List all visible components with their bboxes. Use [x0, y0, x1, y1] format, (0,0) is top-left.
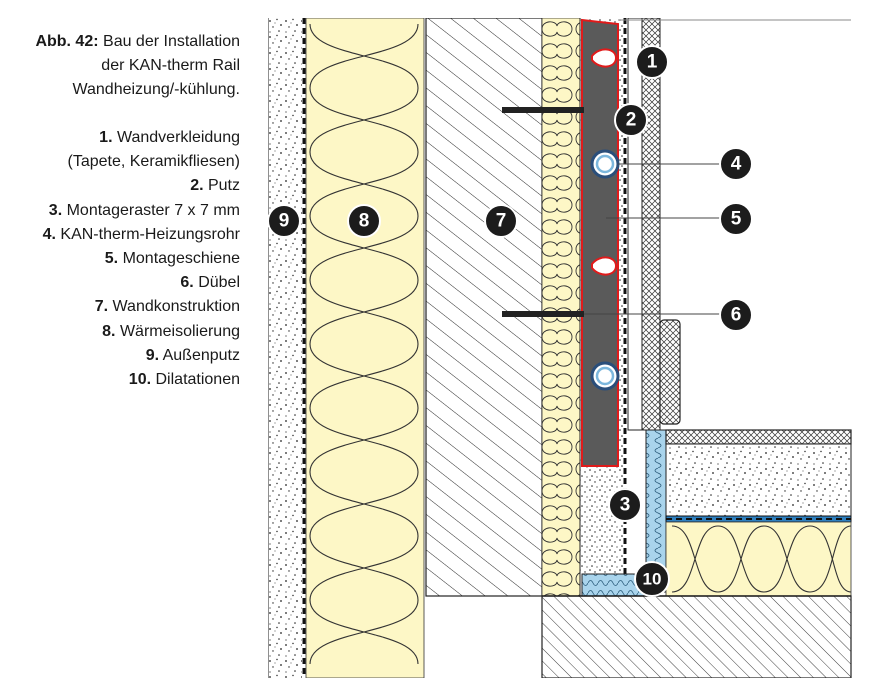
callout-8: 8 — [347, 204, 381, 238]
caption-line-3: Wandheizung/-kühlung. — [72, 81, 240, 98]
callout-10: 10 — [634, 561, 670, 597]
svg-text:1: 1 — [647, 52, 658, 73]
legend-item-5: 5. Montageschiene — [104, 250, 240, 268]
exterior-plaster — [268, 18, 302, 678]
dowel — [502, 311, 584, 317]
dowel — [502, 107, 584, 113]
callout-5: 5 — [719, 202, 753, 236]
svg-text:5: 5 — [731, 209, 742, 230]
callout-1: 1 — [635, 45, 669, 79]
svg-text:8: 8 — [359, 211, 370, 232]
insulation-loops — [309, 23, 419, 665]
callout-3: 3 — [608, 488, 642, 522]
callout-9: 9 — [268, 204, 301, 238]
legend-item-3: 3. Montageraster 7 x 7 mm — [48, 201, 240, 219]
legend-item-6: 6. Dübel — [180, 274, 240, 292]
floor-slab — [541, 595, 852, 678]
svg-text:6: 6 — [731, 305, 742, 326]
thermal-insulation — [305, 18, 425, 678]
svg-text:4: 4 — [731, 154, 742, 175]
svg-text:9: 9 — [279, 211, 290, 232]
inner-insulation-strip — [541, 18, 581, 597]
mounting-rail — [581, 18, 619, 467]
legend-item-10: 10. Dilatationen — [128, 371, 240, 389]
callout-6: 6 — [719, 298, 753, 332]
leader-lines — [584, 163, 723, 315]
legend-item-9: 9. Außenputz — [145, 346, 240, 364]
svg-text:2: 2 — [626, 110, 637, 131]
caption-line-2: der KAN-therm Rail — [101, 57, 240, 74]
wall-lining — [641, 18, 661, 431]
skirting-board — [659, 319, 681, 425]
svg-text:10: 10 — [643, 570, 662, 589]
floor-screed — [665, 443, 852, 517]
caption-label: Abb. 42: — [35, 33, 99, 50]
legend-item-2: 2. Putz — [190, 177, 240, 195]
legend-item-4: 4. KAN-therm-Heizungsrohr — [42, 225, 240, 243]
floor-finish — [665, 429, 852, 445]
wall-section-drawing: 1 2 4 5 6 9 8 7 3 10 — [268, 18, 852, 678]
legend-item-7: 7. Wandkonstruktion — [94, 298, 240, 316]
legend-item-8: 8. Wärmeisolierung — [102, 322, 240, 340]
svg-text:7: 7 — [496, 211, 507, 232]
figure-caption: Abb. 42: Bau der Installation der KAN-th… — [0, 30, 240, 102]
callout-2: 2 — [614, 103, 648, 137]
wall-construction — [425, 18, 543, 597]
legend-item-1-sub: (Tapete, Keramikfliesen) — [67, 153, 240, 171]
interior-plaster — [627, 18, 643, 431]
legend-item-1: 1. Wandverkleidung — [99, 129, 240, 146]
callout-4: 4 — [719, 147, 753, 181]
floor-insulation — [665, 521, 852, 597]
caption-line-1: Abb. 42: Bau der Installation — [35, 33, 240, 50]
callout-7: 7 — [484, 204, 518, 238]
svg-text:3: 3 — [620, 495, 631, 516]
legend-list: 1. Wandverkleidung (Tapete, Keramikflies… — [0, 126, 240, 392]
